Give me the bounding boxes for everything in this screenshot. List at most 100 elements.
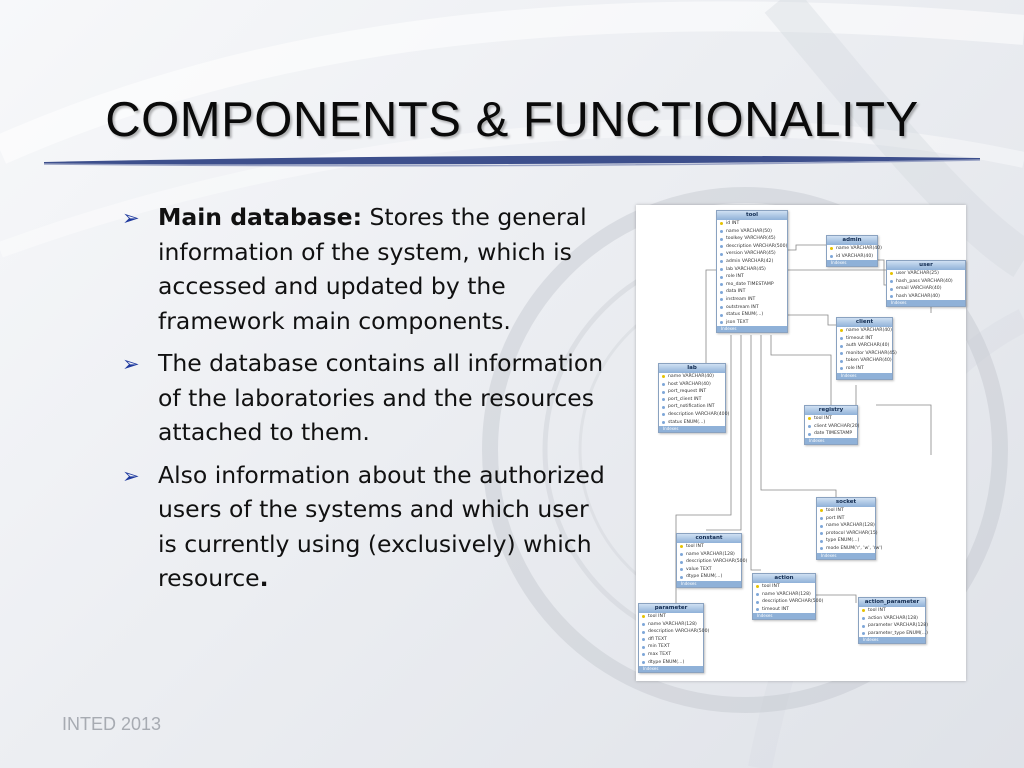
table-column: dtype ENUM(...)	[639, 659, 703, 667]
table-column: parameter_type ENUM(...)	[859, 630, 928, 638]
table-column: json TEXT	[717, 319, 787, 327]
table-name: lab	[659, 364, 725, 373]
table-column: name VARCHAR(40)	[827, 245, 882, 253]
table-column: user VARCHAR(25)	[887, 270, 965, 278]
table-column: hash_pass VARCHAR(40)	[887, 278, 965, 286]
table-column: monitor VARCHAR(45)	[837, 350, 897, 358]
table-column: outstream INT	[717, 304, 787, 312]
bullet-item: ➢ Also information about the authorized …	[120, 458, 610, 596]
title-underline	[43, 155, 981, 167]
table-column: description VARCHAR(500)	[639, 628, 709, 636]
table-footer: Indexes	[753, 613, 815, 620]
table-column: timeout INT	[753, 606, 815, 614]
arrow-bullet-icon: ➢	[122, 352, 140, 376]
table-column: mode ENUM('r', 'w', 'rw')	[817, 545, 882, 553]
table-column: toolkey VARCHAR(45)	[717, 235, 787, 243]
table-column: name VARCHAR(40)	[837, 327, 892, 335]
arrow-bullet-icon: ➢	[122, 206, 140, 230]
table-column: instream INT	[717, 296, 787, 304]
table-column: tool INT	[639, 613, 703, 621]
table-column: dfl TEXT	[639, 636, 703, 644]
table-column: status ENUM(...)	[659, 419, 725, 427]
table-column: tool INT	[753, 583, 815, 591]
table-name: registry	[805, 406, 857, 415]
table-column: name VARCHAR(128)	[817, 522, 875, 530]
table-column: email VARCHAR(40)	[887, 285, 965, 293]
table-column: role INT	[837, 365, 892, 373]
table-column: tool INT	[805, 415, 857, 423]
table-name: tool	[717, 211, 787, 220]
table-column: description VARCHAR(500)	[717, 243, 787, 251]
table-footer: Indexes	[837, 372, 892, 379]
slide-title: COMPONENTS & FUNCTIONALITY	[105, 93, 919, 147]
table-column: name VARCHAR(40)	[659, 373, 725, 381]
table-footer: Indexes	[859, 637, 925, 644]
table-column: tool INT	[817, 507, 875, 515]
table-column: name VARCHAR(128)	[639, 621, 703, 629]
table-column: port_notification INT	[659, 403, 725, 411]
bullet-item: ➢ The database contains all information …	[120, 346, 610, 450]
arrow-bullet-icon: ➢	[122, 463, 140, 488]
bullet-lead: Main database:	[158, 203, 362, 231]
table-column: tool INT	[677, 543, 741, 551]
table-column: auth VARCHAR(40)	[837, 342, 892, 350]
table-column: admin VARCHAR(42)	[717, 258, 787, 266]
table-column: mo_date TIMESTAMP	[717, 281, 787, 289]
table-footer: Indexes	[659, 426, 725, 433]
table-footer: Indexes	[827, 260, 877, 267]
table-footer: Indexes	[887, 300, 965, 307]
table-footer: Indexes	[639, 666, 703, 673]
table-footer: Indexes	[817, 552, 875, 559]
table-column: name VARCHAR(50)	[717, 228, 787, 236]
table-column: parameter VARCHAR(128)	[859, 622, 928, 630]
table-footer: Indexes	[677, 580, 741, 587]
table-column: token VARCHAR(40)	[837, 357, 892, 365]
table-name: admin	[827, 236, 877, 245]
bullet-tail: .	[259, 564, 269, 592]
table-footer: Indexes	[717, 326, 787, 333]
bullet-text: The database contains all information of…	[158, 349, 604, 446]
table-column: protocol VARCHAR(15)	[817, 530, 878, 538]
table-column: date TIMESTAMP	[805, 430, 857, 438]
table-column: type ENUM(...)	[817, 537, 875, 545]
table-column: description VARCHAR(500)	[677, 558, 747, 566]
table-column: port INT	[817, 515, 875, 523]
table-name: socket	[817, 498, 875, 507]
table-footer: Indexes	[805, 437, 857, 444]
table-name: parameter	[639, 604, 703, 613]
table-column: id VARCHAR(40)	[827, 253, 877, 261]
table-column: dtype ENUM(...)	[677, 573, 741, 581]
table-column: port_client INT	[659, 396, 725, 404]
table-column: port_request INT	[659, 388, 725, 396]
table-column: min TEXT	[639, 643, 703, 651]
table-name: constant	[677, 534, 741, 543]
footer-conference-label: INTED 2013	[62, 714, 162, 734]
bullet-text: Stores the general information of the sy…	[158, 203, 587, 335]
table-column: max TEXT	[639, 651, 703, 659]
table-column: status ENUM(...)	[717, 311, 787, 319]
bullet-text: Also information about the authorized us…	[158, 460, 605, 593]
table-column: host VARCHAR(40)	[659, 381, 725, 389]
bullet-item: ➢ Main database: Stores the general info…	[120, 200, 610, 338]
table-column: description VARCHAR(500)	[753, 598, 823, 606]
table-name: user	[887, 261, 965, 270]
table-column: name VARCHAR(128)	[753, 591, 815, 599]
table-column: lab VARCHAR(45)	[717, 266, 787, 274]
table-column: version VARCHAR(45)	[717, 250, 787, 258]
table-column: id INT	[717, 220, 787, 228]
table-column: description VARCHAR(400)	[659, 411, 729, 419]
table-name: client	[837, 318, 892, 327]
